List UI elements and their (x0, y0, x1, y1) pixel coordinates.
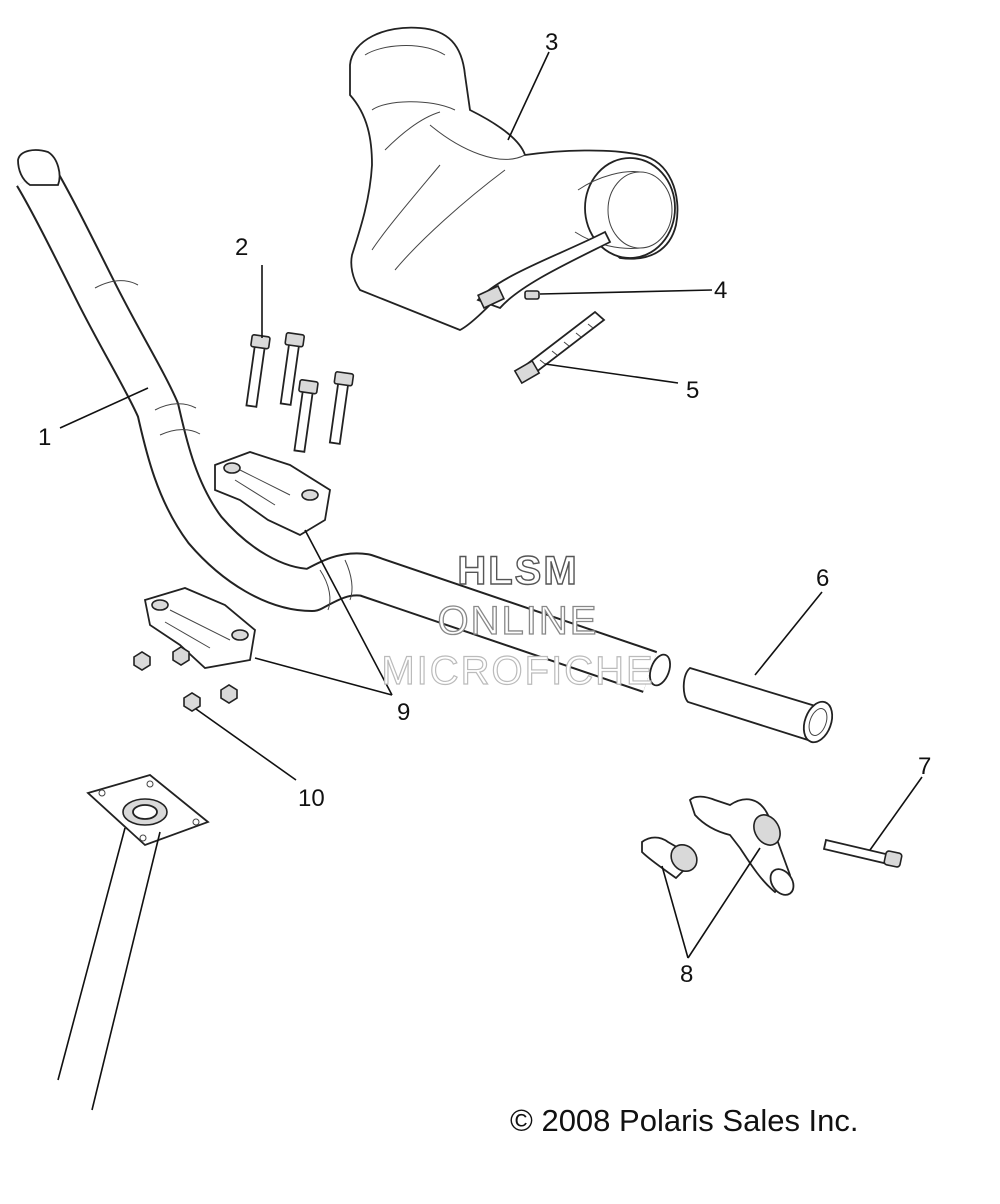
clamps-9 (143, 451, 331, 669)
cable-tie-5 (513, 310, 606, 385)
handlebar (16, 149, 671, 693)
callout-labels: 1 2 3 4 5 6 7 8 9 10 (38, 29, 931, 988)
callout-4: 4 (714, 277, 727, 304)
grip-6 (682, 666, 834, 744)
copyright-notice: © 2008 Polaris Sales Inc. (510, 1103, 859, 1138)
callout-3: 3 (545, 29, 558, 56)
callout-5: 5 (686, 377, 699, 404)
callout-6: 6 (816, 565, 829, 592)
callout-9: 9 (397, 699, 410, 726)
watermark-line-2: ONLINE (438, 599, 599, 643)
leader-lines (59, 51, 923, 959)
bar-ends-8 (641, 795, 795, 896)
steering-post (57, 774, 210, 1111)
nuts-10 (133, 646, 238, 712)
callout-7: 7 (918, 753, 931, 780)
screw-4 (524, 290, 540, 300)
callout-1: 1 (38, 424, 51, 451)
callout-8: 8 (680, 961, 693, 988)
bolts-2 (245, 332, 355, 453)
callout-10: 10 (298, 785, 325, 812)
watermark: HLSM ONLINE MICROFICHE (381, 548, 654, 693)
callout-2: 2 (235, 234, 248, 261)
watermark-line-1: HLSM (457, 549, 578, 593)
headlight-pod (349, 26, 679, 331)
end-bolt-7 (822, 838, 903, 868)
watermark-line-3: MICROFICHE (381, 649, 654, 693)
